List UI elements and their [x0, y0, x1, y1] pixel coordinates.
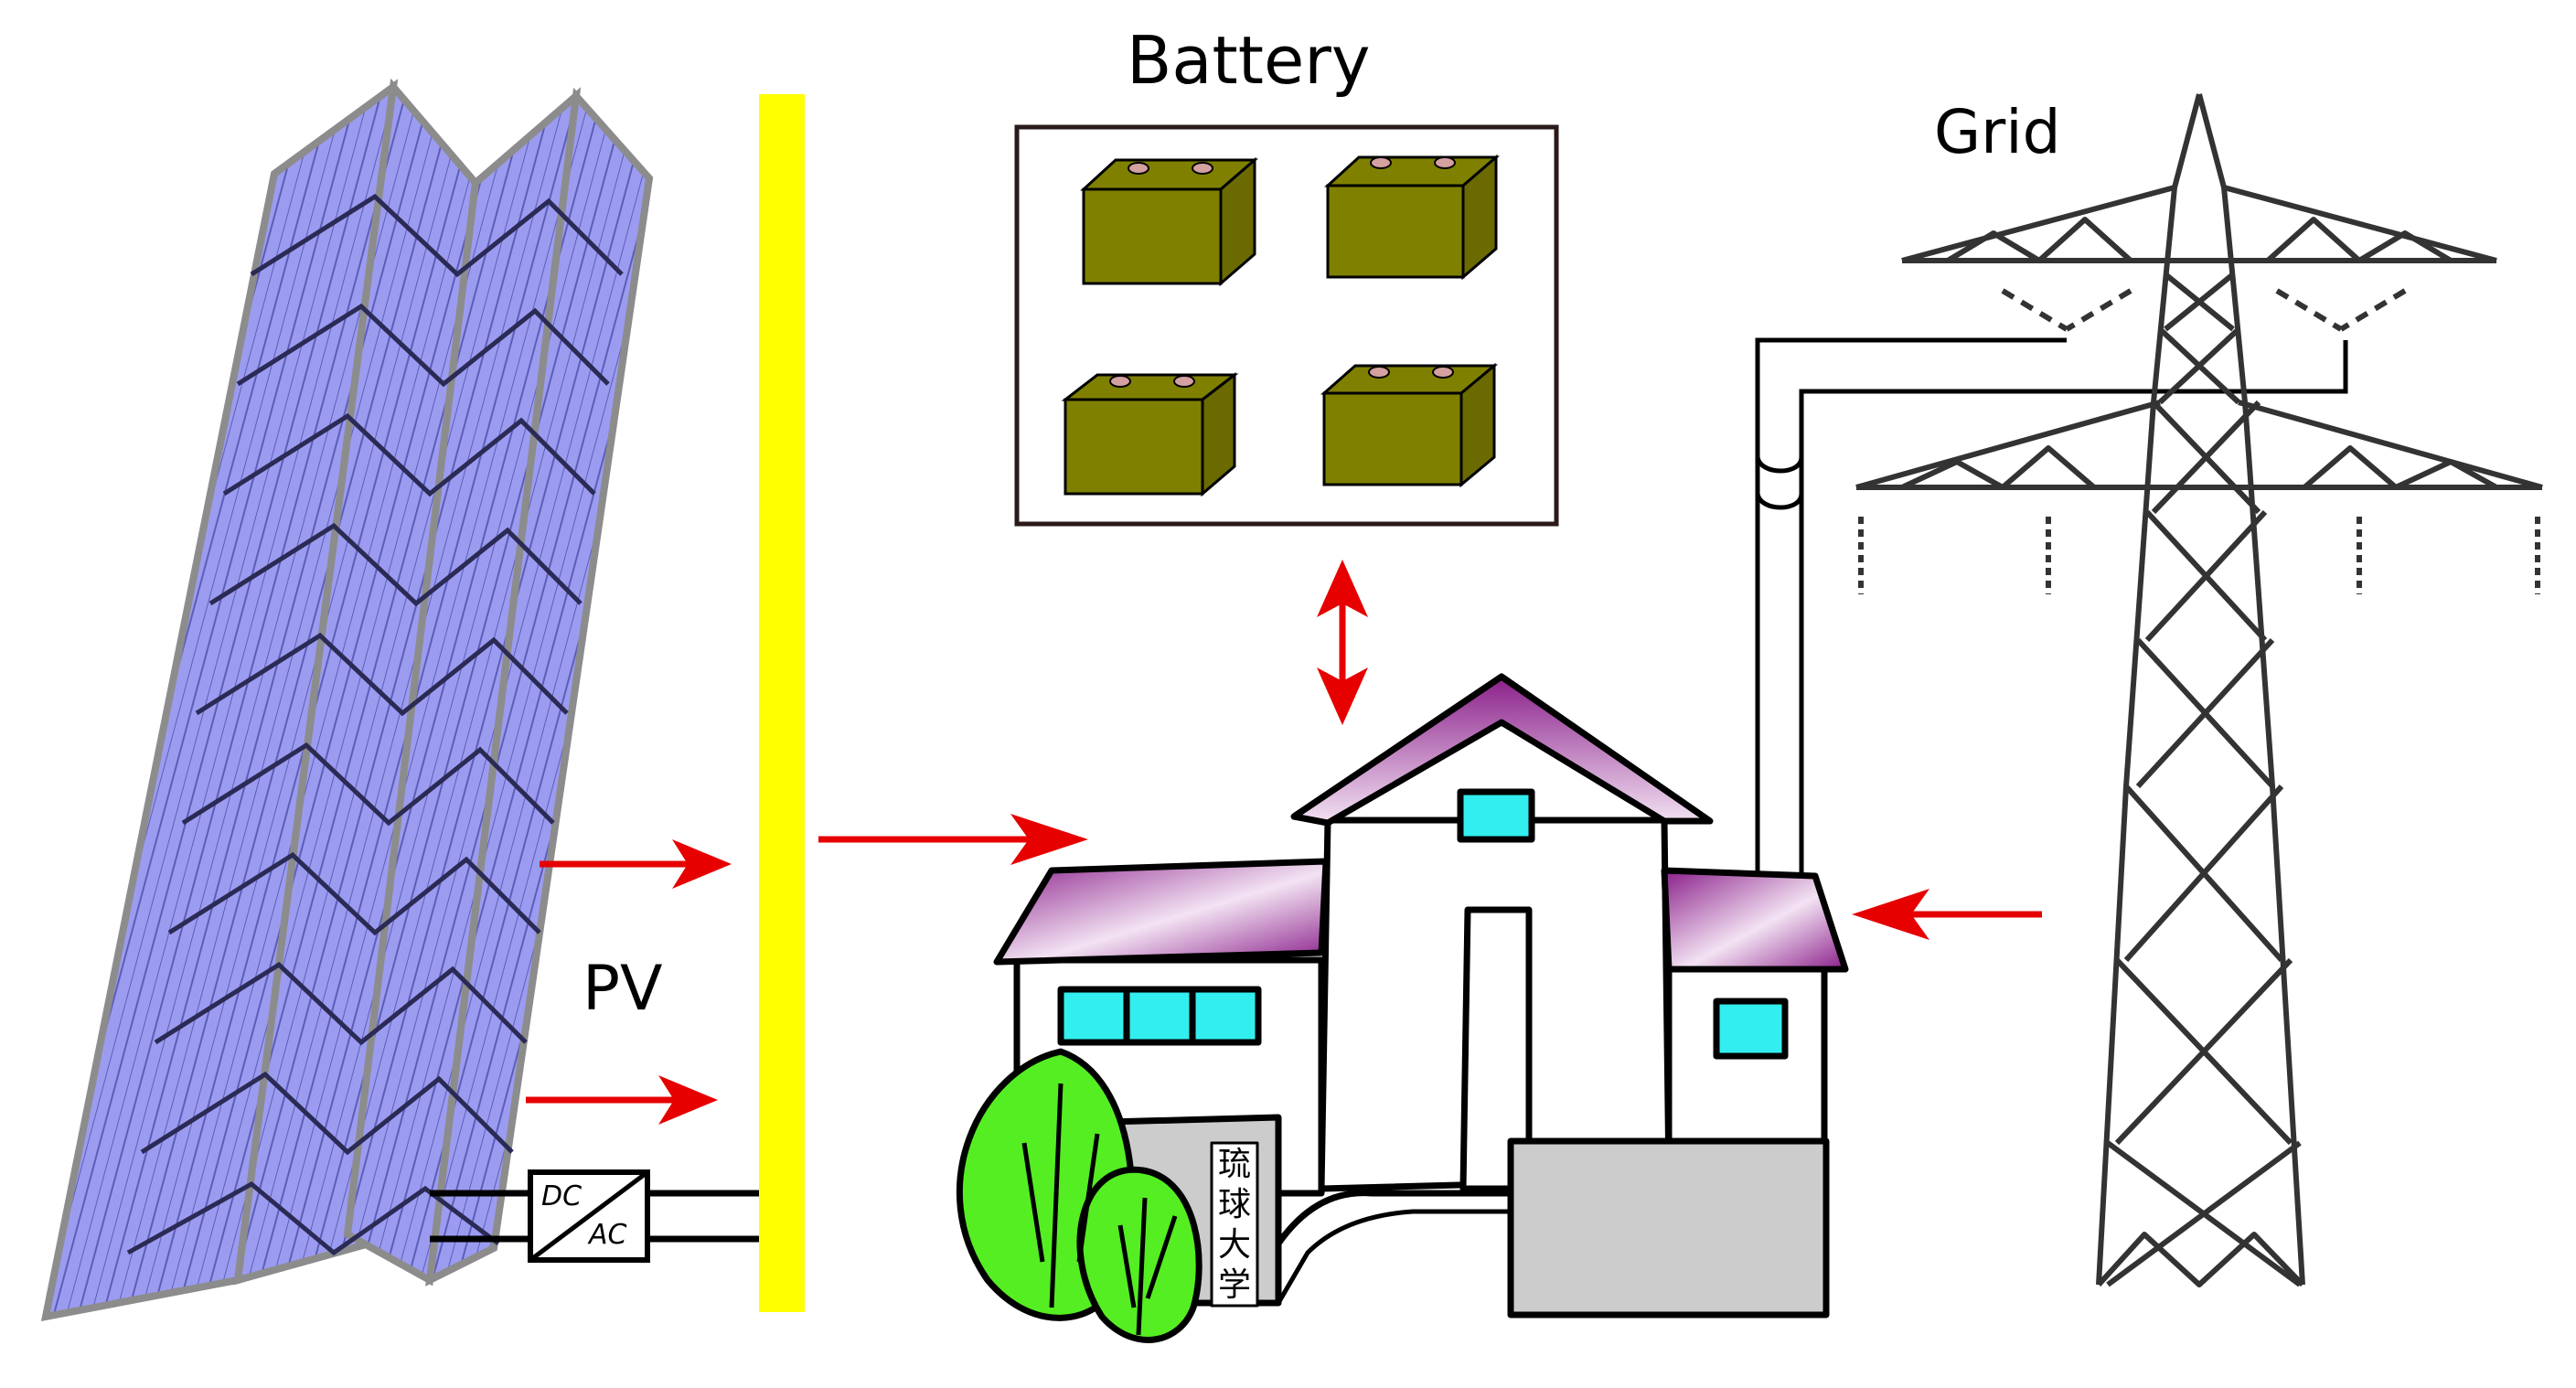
- house-window: [1457, 788, 1535, 843]
- house: [956, 673, 1849, 1343]
- grid-connection-cable: [1755, 337, 2348, 876]
- battery-cell: [1080, 156, 1259, 287]
- battery-bank: [1014, 124, 1559, 527]
- plaque-char: 球: [1217, 1186, 1251, 1223]
- battery-bidirectional-arrow: [1317, 560, 1368, 725]
- yellow-bus-bar: [759, 94, 805, 1312]
- pv-to-bus-arrow: [540, 839, 732, 889]
- transmission-tower: [1855, 93, 2543, 1287]
- grid-label: Grid: [1934, 97, 2061, 167]
- house-window: [1189, 986, 1262, 1046]
- pv-array: [40, 78, 654, 1322]
- inverter-dc-label: DC: [541, 1180, 583, 1212]
- house-garage: [1507, 1137, 1830, 1319]
- battery-label: Battery: [1127, 22, 1371, 99]
- dc-ac-inverter: [430, 1169, 761, 1263]
- house-window: [1057, 986, 1130, 1046]
- house-window: [1123, 986, 1196, 1046]
- pv-arrows: [526, 839, 732, 1125]
- pv-chevron-lines: [126, 193, 624, 1256]
- grid-to-house-arrow: [1852, 889, 2042, 940]
- plaque-char: 大: [1217, 1226, 1251, 1264]
- inverter-ac-label: AC: [589, 1219, 627, 1251]
- plaque-board: [1210, 1141, 1259, 1308]
- house-right-roof: [1661, 867, 1849, 973]
- battery-cell: [1320, 362, 1499, 488]
- plaque-char: 琉: [1217, 1146, 1251, 1183]
- pv-label: PV: [583, 953, 663, 1025]
- plaque-char: 学: [1217, 1266, 1251, 1304]
- battery-cell: [1324, 154, 1501, 281]
- battery-cell: [1061, 371, 1239, 497]
- university-plaque: 琉 球 大 学: [1212, 1145, 1257, 1306]
- bus-to-house-arrow: [818, 814, 1088, 865]
- house-left-roof: [993, 858, 1330, 966]
- pv-to-bus-arrow: [526, 1075, 718, 1125]
- house-window: [1713, 998, 1789, 1060]
